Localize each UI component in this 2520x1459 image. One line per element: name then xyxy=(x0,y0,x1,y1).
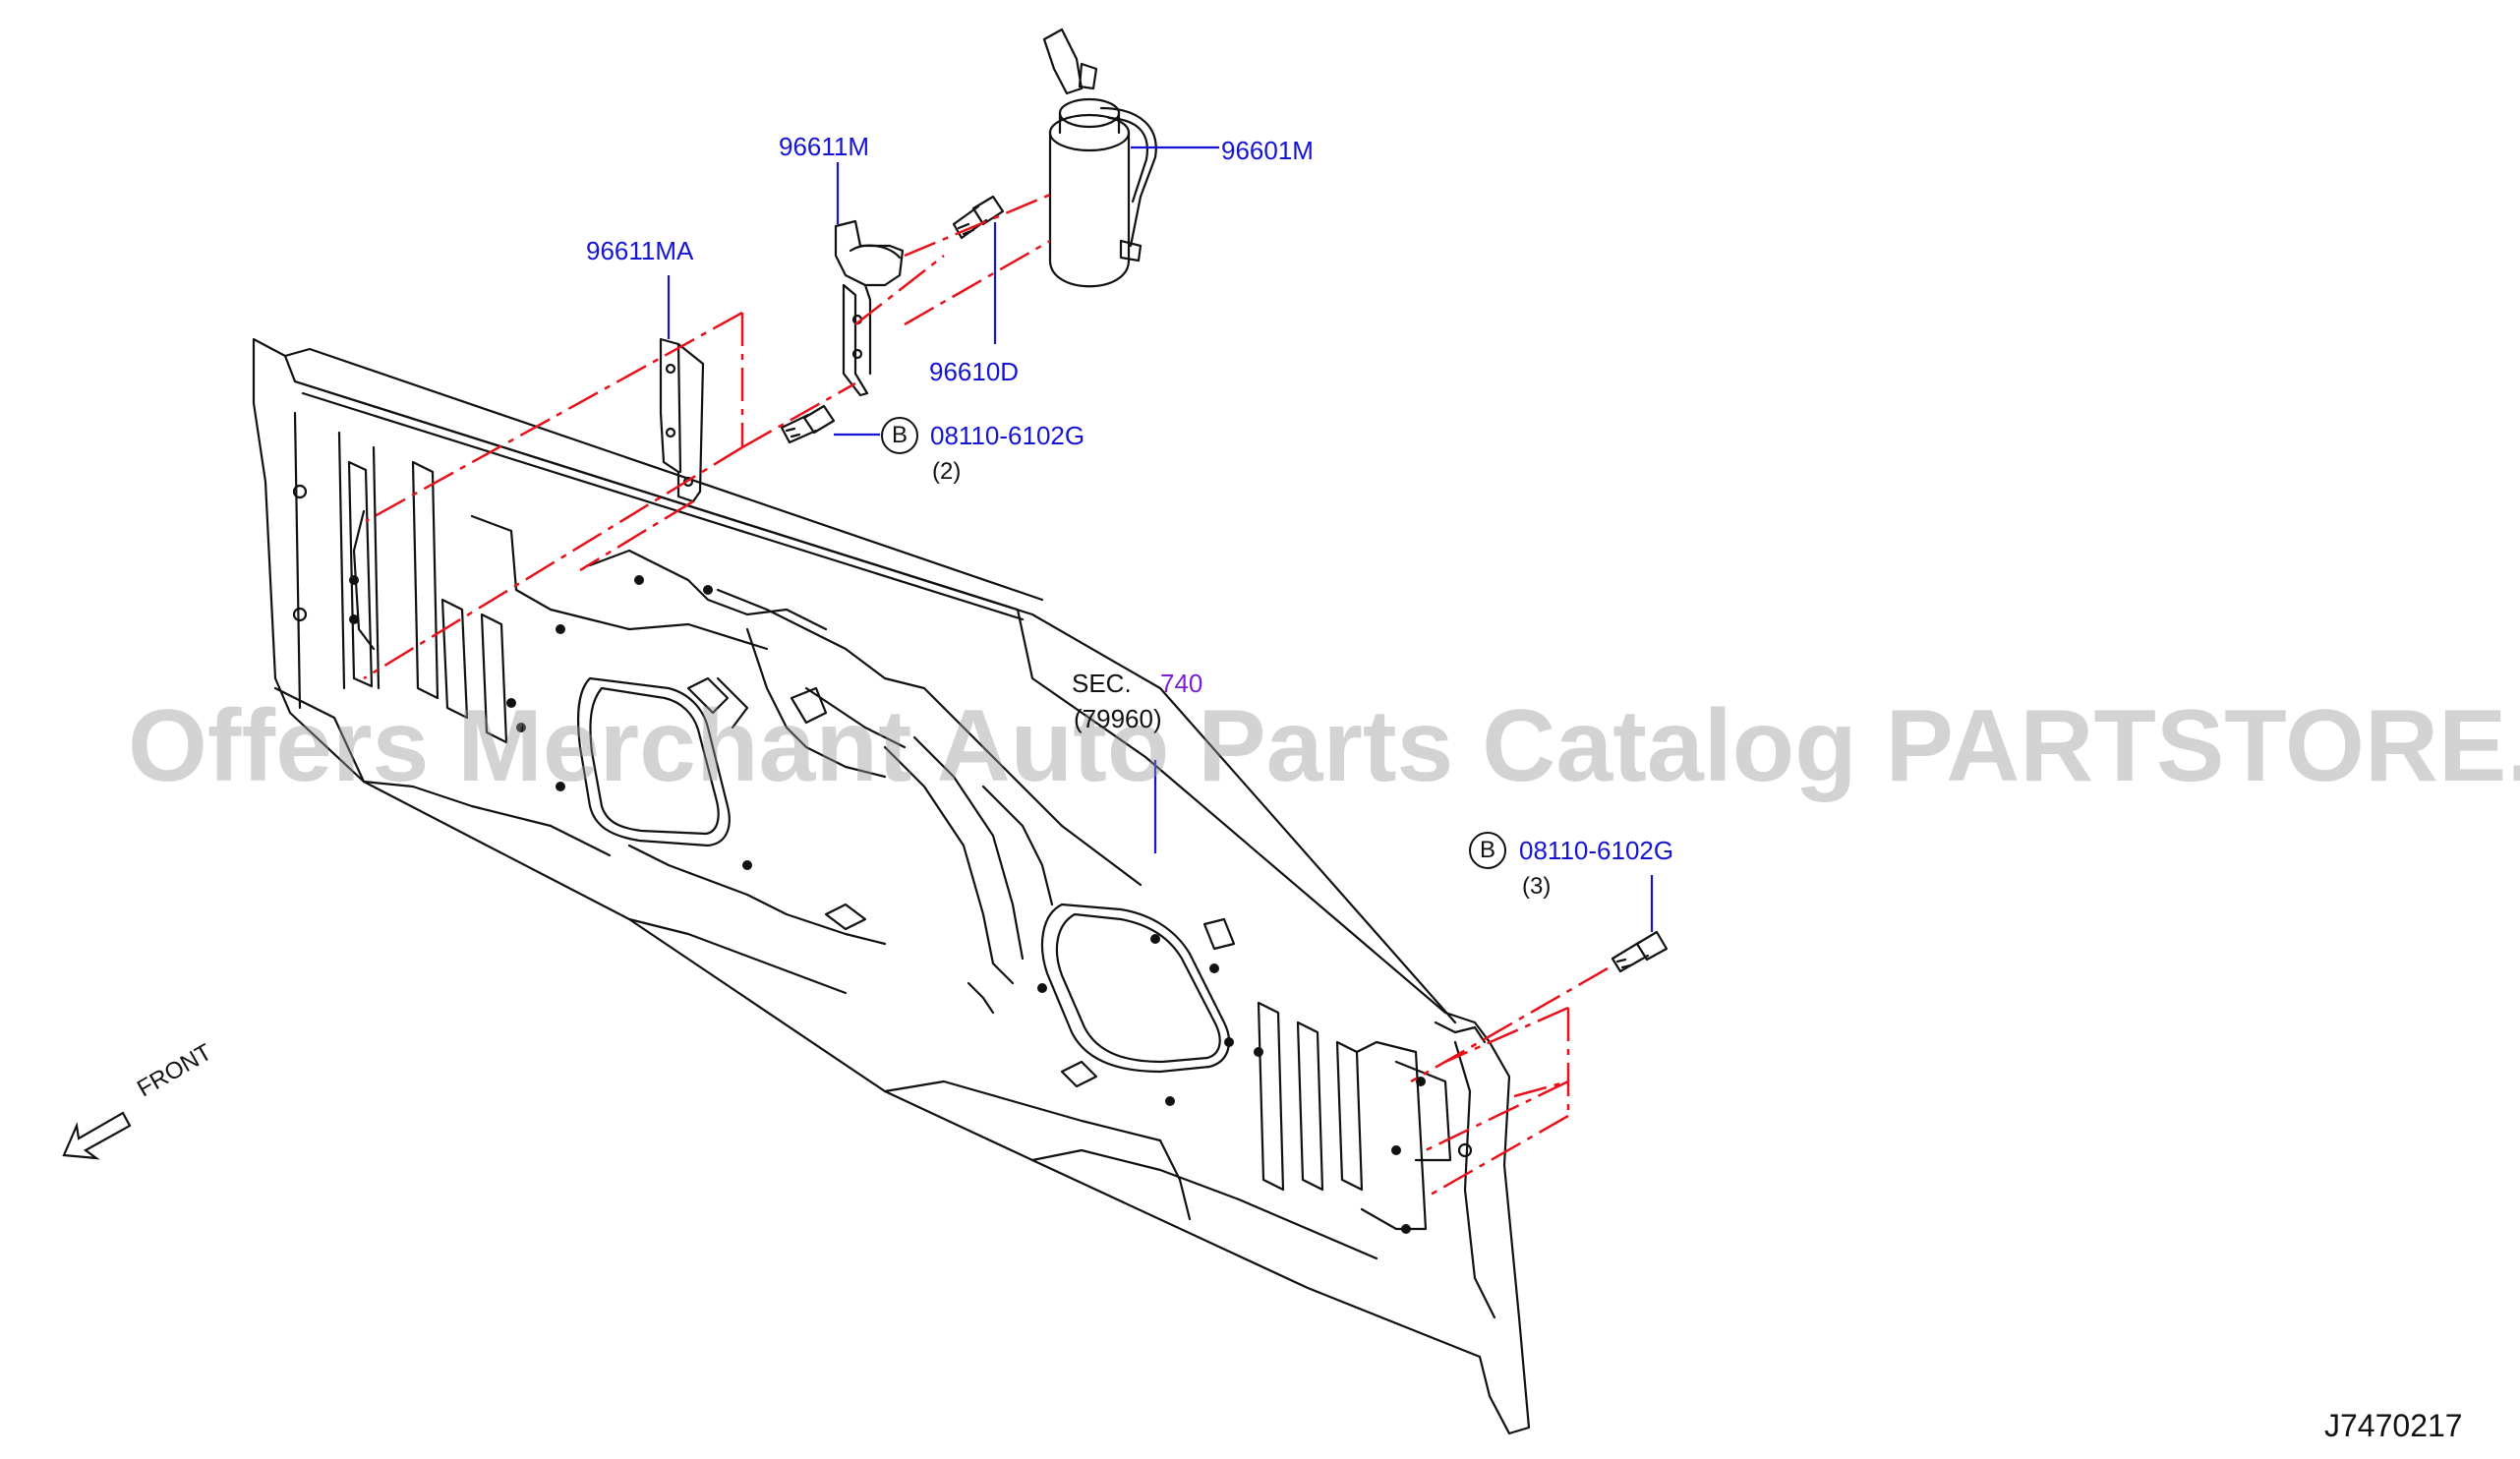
qty-bolt-upper: (2) xyxy=(932,458,962,485)
label-96601M[interactable]: 96601M xyxy=(1221,136,1314,165)
label-bolt-upper[interactable]: 08110-6102G xyxy=(930,421,1085,450)
drawing-code: J7470217 xyxy=(2324,1408,2463,1443)
bolt-lower xyxy=(1611,930,1669,973)
bracket-96611M xyxy=(834,219,905,397)
phantom-lines xyxy=(363,193,1609,1196)
receiver-drier xyxy=(1042,28,1157,288)
section-sub: (79960) xyxy=(1074,704,1162,733)
rear-panel xyxy=(252,337,1531,1435)
bolt-symbol-lower: B xyxy=(1469,832,1506,869)
bracket-96611MA xyxy=(659,337,705,503)
qty-bolt-lower: (3) xyxy=(1522,873,1552,900)
label-96610D[interactable]: 96610D xyxy=(929,357,1020,386)
leader-lines xyxy=(667,146,1654,932)
label-bolt-lower[interactable]: 08110-6102G xyxy=(1519,836,1674,865)
label-96611M[interactable]: 96611M xyxy=(779,132,870,161)
front-arrow xyxy=(62,1111,132,1160)
bolt-upper xyxy=(780,404,836,444)
bolt-96610D xyxy=(952,195,1005,240)
label-96611MA[interactable]: 96611MA xyxy=(586,236,694,265)
section-prefix: SEC. xyxy=(1072,669,1132,698)
watermark: Offers Merchant Auto Parts Catalog PARTS… xyxy=(128,689,2520,803)
bolt-symbol-upper: B xyxy=(881,417,918,454)
section-link-740[interactable]: 740 xyxy=(1160,669,1203,698)
